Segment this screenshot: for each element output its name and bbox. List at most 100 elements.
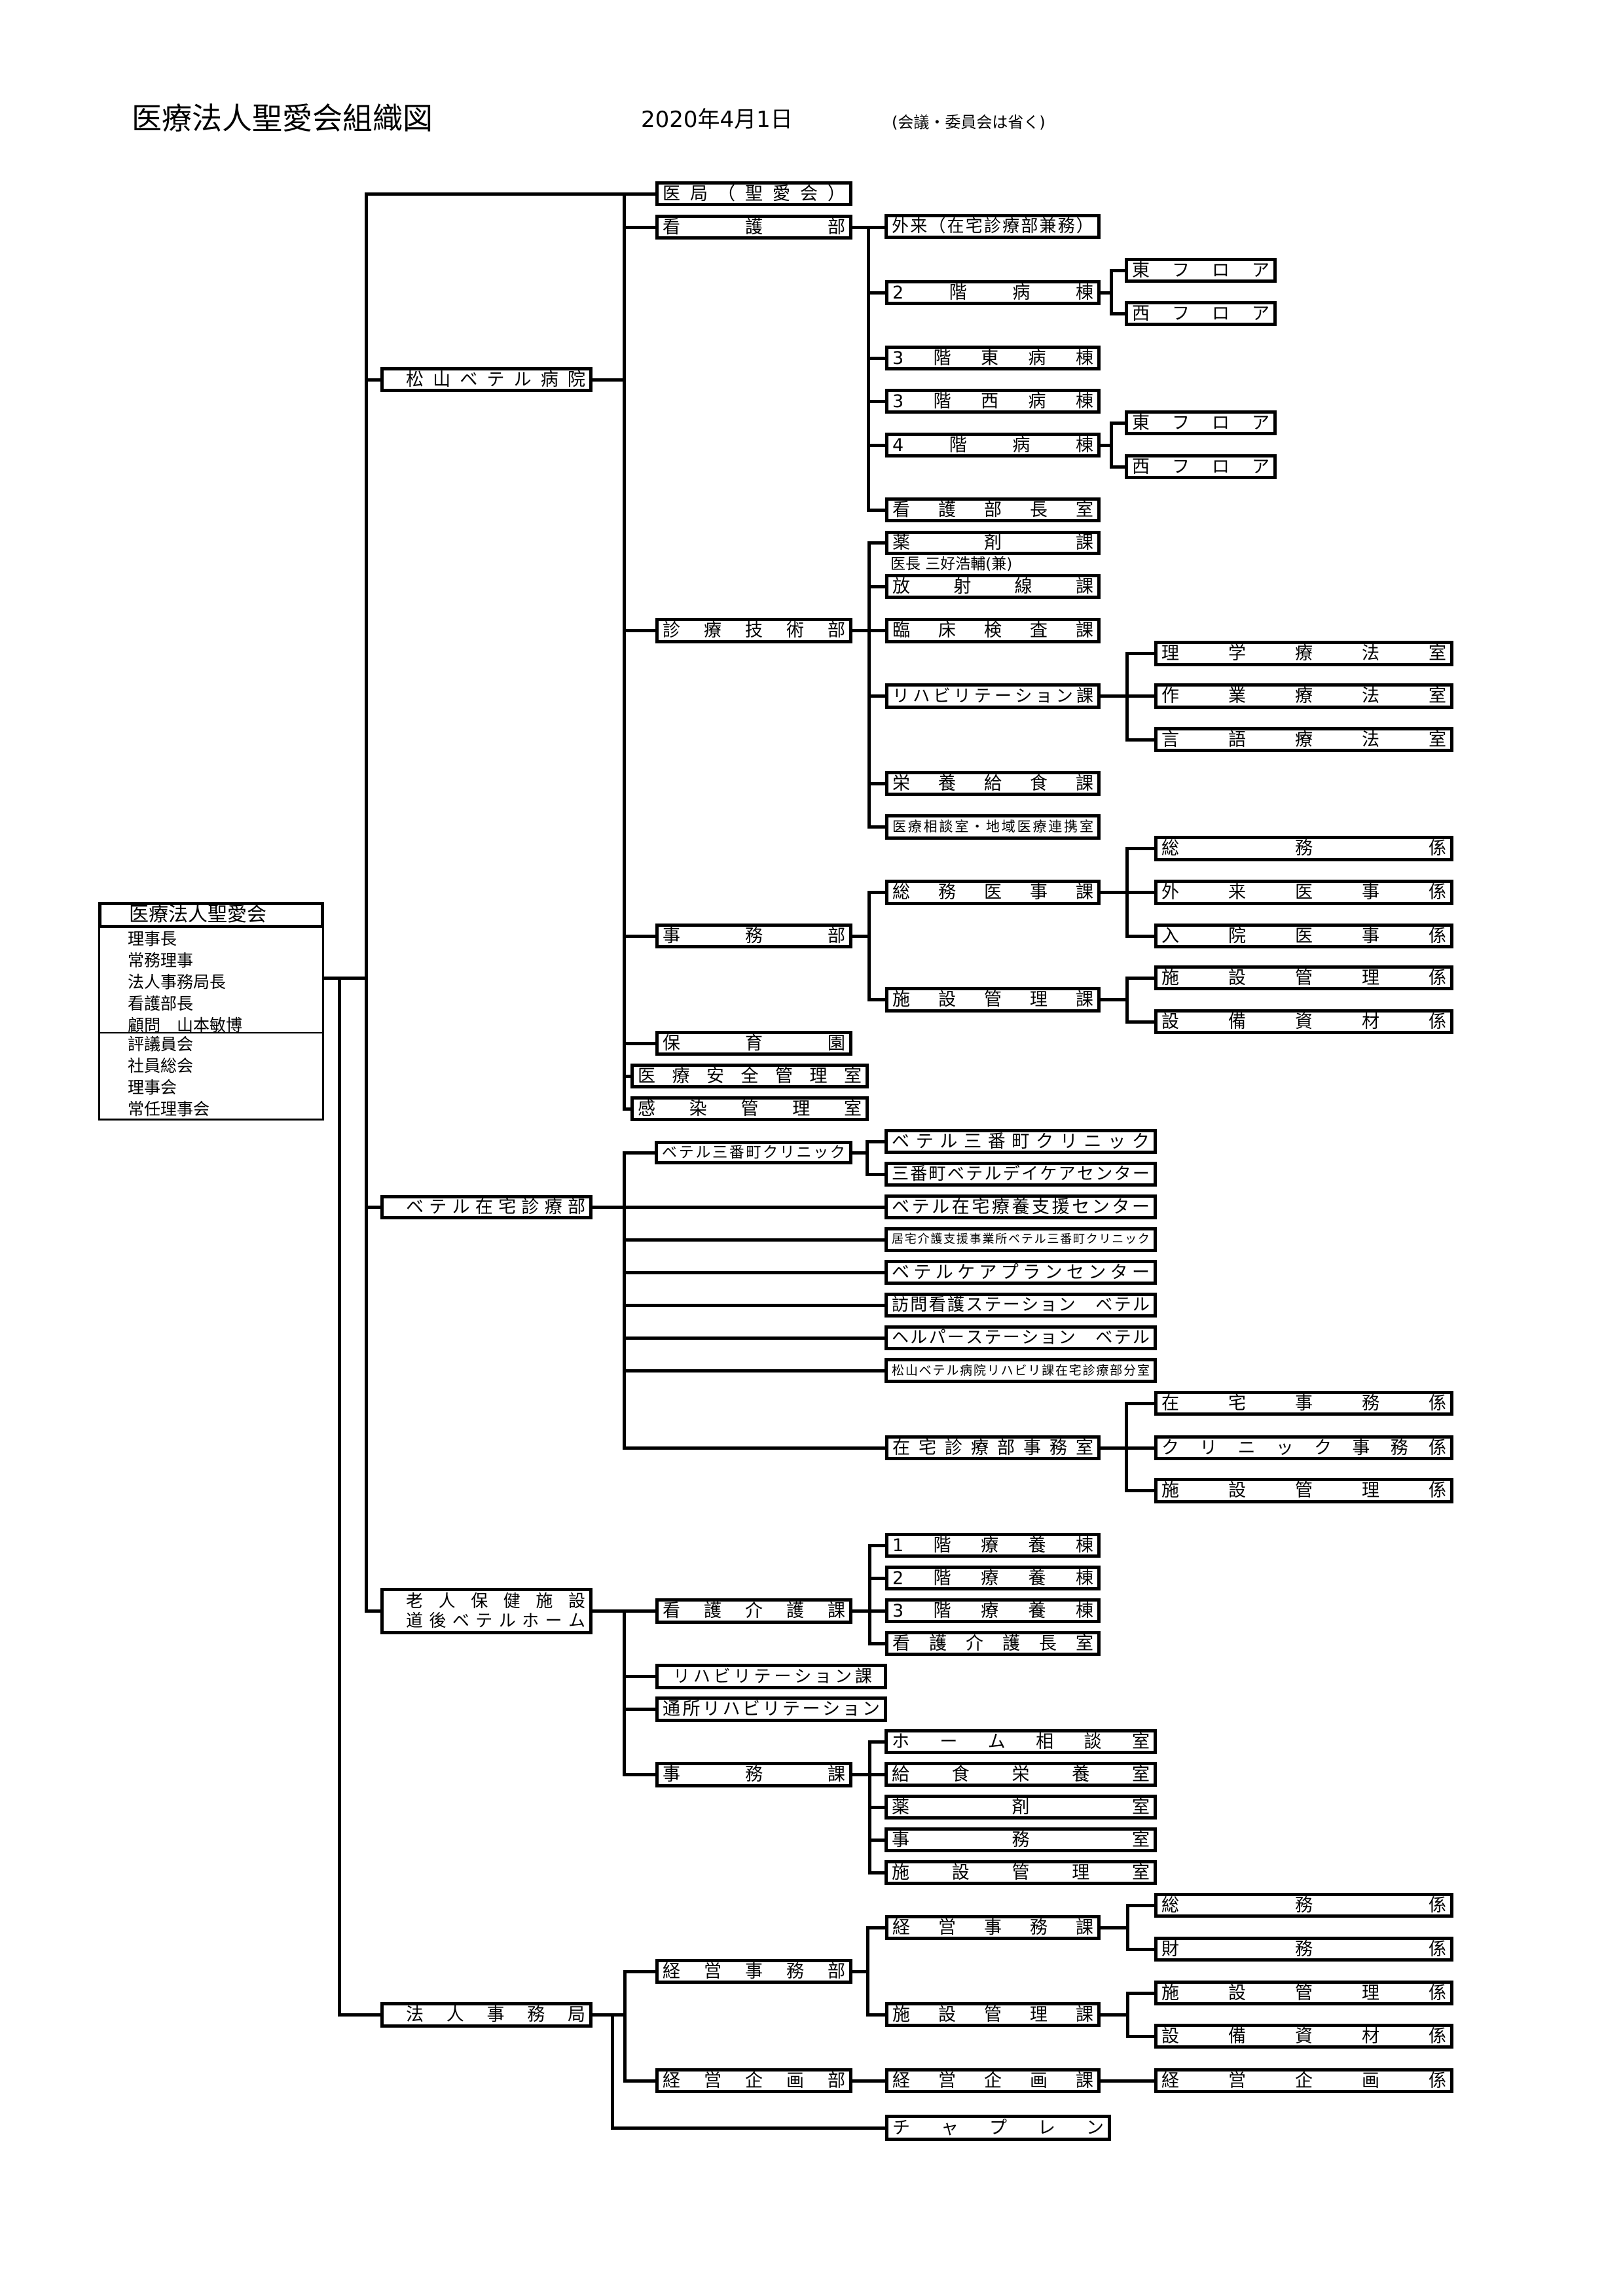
connector-line	[1125, 2034, 1156, 2038]
label-char: ー	[802, 1699, 820, 1719]
label-char: 法	[1362, 643, 1379, 664]
label-char: ル	[1034, 1232, 1046, 1246]
label-char: 病	[1028, 391, 1046, 412]
label-char: ・	[970, 819, 985, 834]
label-char: 療	[1032, 819, 1047, 834]
council-item: 社員総会	[128, 1056, 194, 1075]
connector-line	[1125, 934, 1156, 938]
box-outpatient: 外来（在宅診療部兼務）	[884, 214, 1101, 239]
box-general-affairs-unit: 総務係	[1154, 836, 1453, 861]
label-char: 携	[1064, 819, 1078, 834]
connector-line	[610, 2126, 887, 2130]
label-char: 課	[1076, 1917, 1093, 1938]
label-char: ル	[452, 1197, 470, 1217]
officers-list: 理事長 常務理事 法人事務局長 看護部長 顧問 山本敏博	[128, 928, 242, 1036]
label-char: 係	[1429, 882, 1446, 903]
label-char: 護	[929, 1633, 947, 1654]
label-char: 東	[981, 348, 999, 368]
label-char: 経	[892, 2070, 910, 2091]
connector-line	[1125, 846, 1156, 850]
connector-line	[364, 192, 368, 1613]
label-char: 務	[1295, 838, 1313, 859]
box-facility-unit: 施設管理係	[1154, 965, 1453, 990]
connector-line	[867, 541, 871, 829]
label-char: 援	[1051, 1196, 1070, 1217]
label-char: 所	[682, 1699, 701, 1719]
label-char: 営	[704, 1961, 721, 1982]
label-char: 階	[933, 1535, 951, 1556]
box-roken-office-section: 事務課	[655, 1762, 852, 1787]
connector-line	[865, 1139, 886, 1143]
label-char: 外	[1161, 882, 1179, 903]
box-corp-facility-unit: 施設管理係	[1154, 1981, 1453, 2005]
connector-line	[1125, 1020, 1156, 1024]
label-char: 部	[984, 499, 1002, 520]
label-char: ス	[966, 1295, 983, 1315]
label-char: 設	[1161, 1011, 1179, 1032]
connector-line	[622, 1074, 632, 1078]
label-char: リ	[892, 686, 910, 706]
label-char: 理	[1362, 1480, 1379, 1501]
label-char: リ	[702, 1699, 720, 1719]
label-char: 事	[984, 1917, 1002, 1938]
label-char: フ	[1172, 260, 1190, 281]
label-char: 連	[1048, 819, 1063, 834]
label-char: 営	[938, 1917, 956, 1938]
label-char: フ	[1172, 412, 1190, 433]
label-char: ッ	[1108, 1131, 1126, 1152]
connector-line	[364, 192, 657, 196]
connector-line	[1125, 976, 1129, 1024]
label-char: 課	[828, 1765, 845, 1785]
connector-line	[1125, 976, 1156, 980]
label-char: 臨	[892, 620, 910, 641]
note-label: (会議・委員会は省く)	[892, 113, 1046, 132]
box-homecare-affairs-unit: 在宅事務係	[1154, 1391, 1453, 1416]
connector-line	[1124, 1446, 1156, 1450]
label-char: 営	[938, 2070, 956, 2091]
label-char: 在	[475, 1197, 493, 1217]
label-char: 材	[1362, 2026, 1379, 2047]
label-char: 兼	[1039, 217, 1057, 236]
page-title: 医療法人聖愛会組織図	[132, 101, 433, 136]
box-homecare-office: 在宅診療部事務室	[885, 1435, 1101, 1460]
label-char: ベ	[892, 1131, 909, 1152]
box-ward-2f-east-floor: 東フロア	[1125, 258, 1277, 283]
label-char: ン	[1055, 686, 1073, 706]
councils-list: 評議員会 社員総会 理事会 常任理事会	[128, 1033, 210, 1120]
label-char: 理	[1072, 1862, 1090, 1883]
label-char: 業	[1228, 686, 1246, 706]
label-char: 備	[1228, 2026, 1246, 2047]
label-char: 事	[1295, 1393, 1313, 1414]
label-char: リ	[1028, 1363, 1041, 1378]
label-char: 査	[1030, 620, 1048, 641]
label-char: 管	[1012, 1862, 1030, 1883]
label-char: セ	[1066, 1262, 1084, 1283]
box-medical-safety: 医療安全管理室	[630, 1064, 869, 1088]
connector-line	[622, 1041, 657, 1045]
box-management-affairs-section: 経営事務課	[885, 1915, 1101, 1940]
box-planning-dept: 経営企画部	[655, 2068, 852, 2093]
connector-line	[364, 378, 382, 382]
box-day-rehab: 通所リハビリテーション	[655, 1696, 887, 1722]
connector-line	[1109, 421, 1127, 425]
label-char: 部	[828, 925, 845, 946]
label-char: 室	[1131, 1731, 1150, 1752]
label-char: ベ	[406, 1197, 424, 1217]
connector-line	[622, 1107, 632, 1111]
label-char: セ	[1072, 1196, 1090, 1217]
label-char: 棟	[1076, 1568, 1093, 1588]
connector-line	[322, 976, 368, 980]
label-char: ン	[1058, 1328, 1076, 1348]
label-char: 松	[892, 1363, 905, 1378]
connector-line	[867, 1740, 871, 1874]
label-char: ー	[1132, 1164, 1150, 1184]
label-char: 医	[638, 1066, 655, 1086]
label-char: 術	[786, 620, 804, 641]
connector-line	[1125, 651, 1129, 742]
box-corp-facility-section: 施設管理課	[885, 2002, 1101, 2027]
label-char: ア	[1252, 303, 1269, 324]
box-home-consultation-room: ホーム相談室	[884, 1729, 1157, 1754]
label-char: プ	[989, 2117, 1007, 2138]
label-char: 管	[775, 1066, 793, 1086]
